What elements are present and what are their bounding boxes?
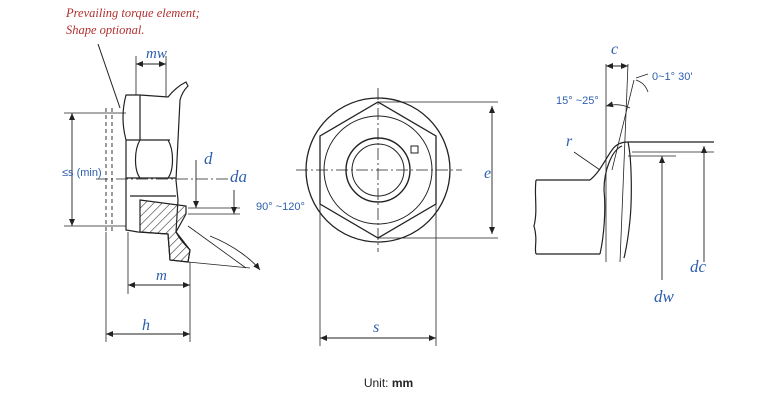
label-c: c: [611, 41, 618, 58]
detail-view-labels: c 0~1° 30' 15° ~25° r dc dw: [556, 41, 707, 306]
label-e: e: [484, 165, 491, 182]
front-view-labels: e s: [373, 165, 491, 336]
label-da: da: [230, 167, 247, 186]
label-dw: dw: [654, 287, 675, 306]
flange-nut-drawing: mw ≤s (min) d da 90° ~120° m h e s: [62, 41, 714, 346]
label-s-min: ≤s (min): [62, 167, 102, 179]
label-angle-15-25: 15° ~25°: [556, 95, 599, 107]
label-mw: mw: [146, 46, 167, 62]
unit-prefix: Unit:: [363, 376, 392, 390]
label-angle-90-120: 90° ~120°: [256, 201, 305, 213]
label-r: r: [566, 133, 573, 150]
label-h: h: [142, 317, 150, 334]
front-view: [296, 88, 498, 346]
label-dc: dc: [690, 257, 707, 276]
shape-optional-note: Shape optional.: [66, 23, 145, 37]
unit-value: mm: [391, 376, 414, 390]
label-m: m: [156, 268, 167, 284]
label-d: d: [204, 149, 213, 168]
detail-view: [533, 63, 714, 280]
unit-caption: Unit: mm: [0, 376, 777, 390]
side-view-labels: mw ≤s (min) d da 90° ~120° m h: [62, 46, 305, 334]
prevailing-torque-note: Prevailing torque element;: [66, 6, 200, 20]
side-view: [64, 43, 261, 342]
label-s: s: [373, 319, 379, 336]
label-angle-0-1-30: 0~1° 30': [652, 71, 692, 83]
